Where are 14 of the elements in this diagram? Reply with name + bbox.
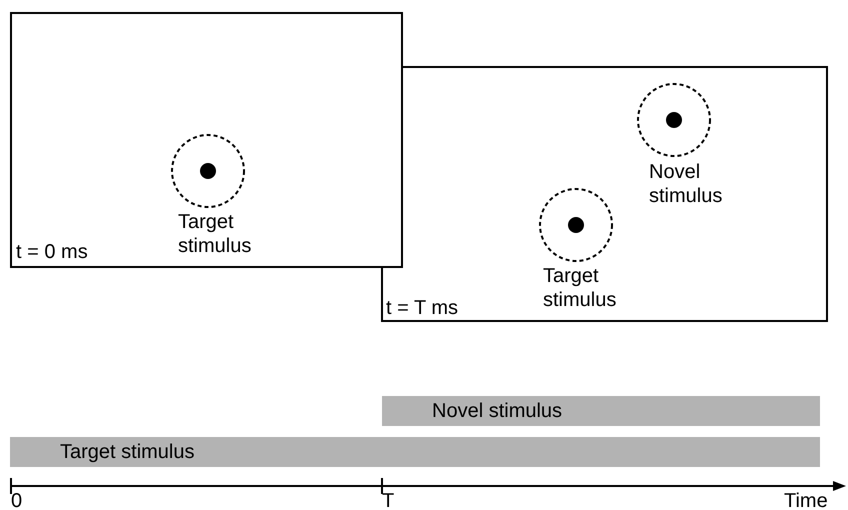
stimulus-label: Target stimulus [543,264,618,312]
duration-bar [382,396,820,426]
axis-label: Time [784,489,828,510]
bar-label: Target stimulus [60,440,194,464]
screen-frame [381,66,828,322]
time-label: t = 0 ms [16,240,88,264]
screen-frame [10,12,403,268]
stimulus-label: Novel stimulus [649,160,724,208]
time-label: t = T ms [386,296,458,320]
axis-label: 0 [11,489,22,510]
stimulus-label: Target stimulus [178,210,252,258]
axis-label: T [382,489,394,510]
duration-bar [10,437,820,467]
bar-label: Novel stimulus [432,399,562,423]
